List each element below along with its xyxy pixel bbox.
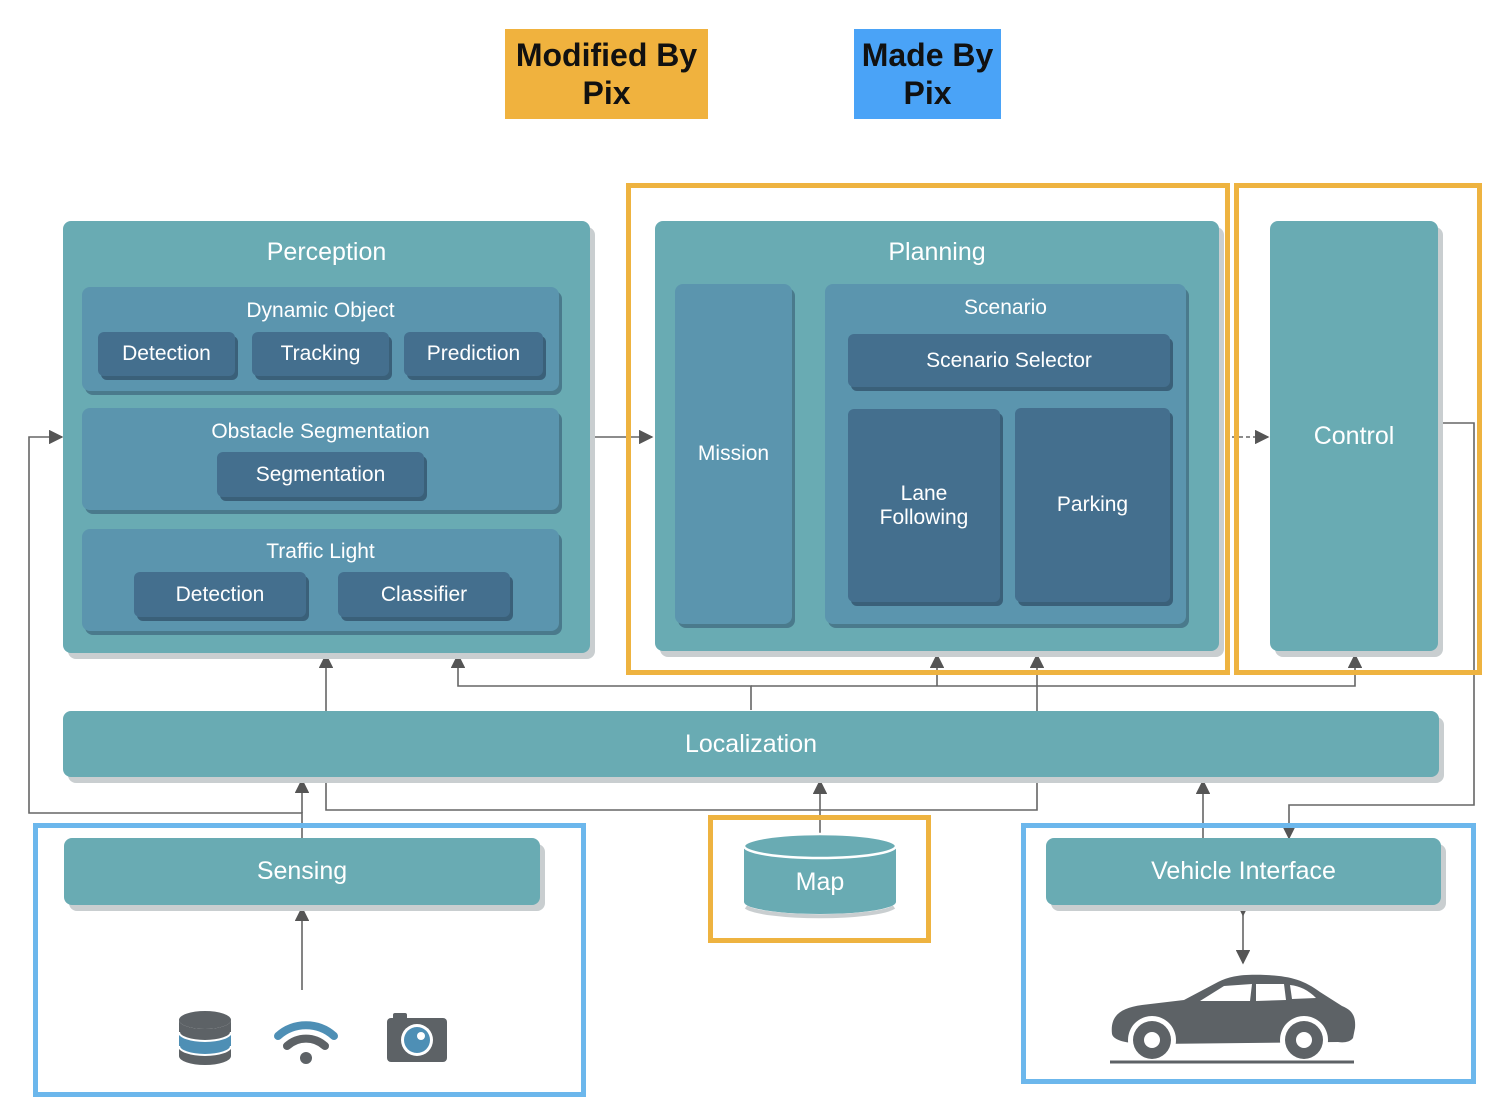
arrow-localization-to-control <box>751 653 1363 687</box>
map-modified-frame <box>708 815 931 943</box>
planning-module: Planning Mission Scenario Scenario Selec… <box>655 221 1219 651</box>
perception-title: Perception <box>266 238 387 266</box>
dynamic-detection-chip: Detection <box>98 332 235 376</box>
camera-icon <box>387 1013 447 1062</box>
dynamic-object-group: Dynamic Object Detection Tracking Predic… <box>82 287 559 391</box>
vehicle-interface-module: Vehicle Interface <box>1046 838 1441 905</box>
database-icon <box>178 1011 232 1065</box>
arrow-localization-to-perception <box>450 653 752 710</box>
legend-made-by-pix: Made By Pix <box>854 29 1001 119</box>
obstacle-segmentation-title: Obstacle Segmentation <box>211 420 430 443</box>
parking-chip: Parking <box>1015 408 1170 602</box>
mission-box: Mission <box>675 284 792 624</box>
sensing-made-frame <box>33 823 586 1097</box>
scenario-group: Scenario Scenario Selector Lane Followin… <box>825 284 1186 624</box>
arrow-sensing-to-perception <box>28 429 303 838</box>
localization-module: Localization <box>63 711 1439 777</box>
map-database-icon <box>742 832 898 919</box>
vehicle-made-frame <box>1021 823 1476 1084</box>
sensing-module: Sensing <box>64 838 540 905</box>
arrow-map-to-planning <box>820 653 1045 811</box>
scenario-title: Scenario <box>964 296 1047 319</box>
planning-title: Planning <box>888 238 986 266</box>
perception-module: Perception Dynamic Object Detection Trac… <box>63 221 590 653</box>
dynamic-object-title: Dynamic Object <box>246 299 395 322</box>
arrow-control-to-vehicle <box>1281 422 1475 840</box>
legend-modified-by-pix: Modified By Pix <box>505 29 708 119</box>
traffic-light-detection-chip: Detection <box>134 572 306 617</box>
car-icon <box>1110 974 1356 1064</box>
control-module: Control <box>1270 221 1438 651</box>
traffic-light-title: Traffic Light <box>266 540 375 563</box>
arrow-map-to-perception <box>318 653 820 811</box>
prediction-chip: Prediction <box>404 332 543 376</box>
control-modified-frame <box>1234 183 1482 675</box>
lane-following-chip: Lane Following <box>848 409 1000 602</box>
segmentation-chip: Segmentation <box>217 452 424 497</box>
traffic-light-group: Traffic Light Detection Classifier <box>82 529 559 631</box>
tracking-chip: Tracking <box>252 332 389 376</box>
obstacle-segmentation-group: Obstacle Segmentation Segmentation <box>82 408 559 510</box>
scenario-selector-chip: Scenario Selector <box>848 334 1170 387</box>
classifier-chip: Classifier <box>338 572 510 617</box>
wifi-icon <box>274 1021 338 1064</box>
planning-modified-frame <box>626 183 1230 675</box>
map-label: Map <box>795 867 845 896</box>
